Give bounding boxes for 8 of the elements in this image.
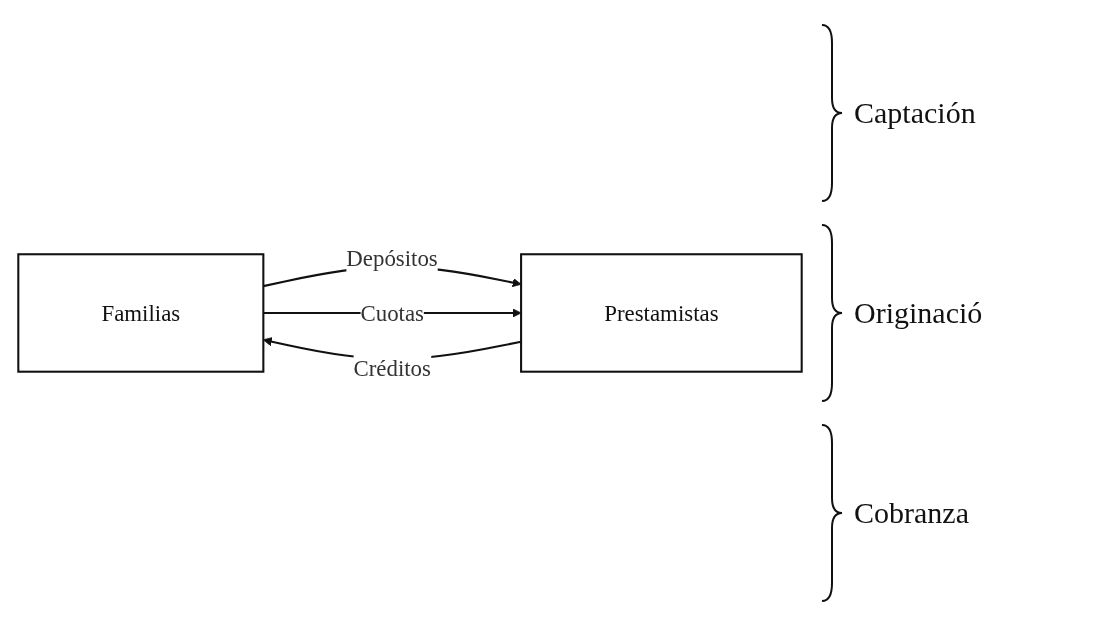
stage-label: Captación xyxy=(854,95,976,130)
edge-label: Depósitos xyxy=(346,244,438,271)
node-box: Prestamistas xyxy=(520,252,803,373)
stage-label: Cobranza xyxy=(854,495,969,530)
stage-label: Originació xyxy=(854,295,983,330)
node-box: Familias xyxy=(17,252,265,373)
edge-label: Créditos xyxy=(353,354,431,381)
edge-label: Cuotas xyxy=(360,299,424,326)
